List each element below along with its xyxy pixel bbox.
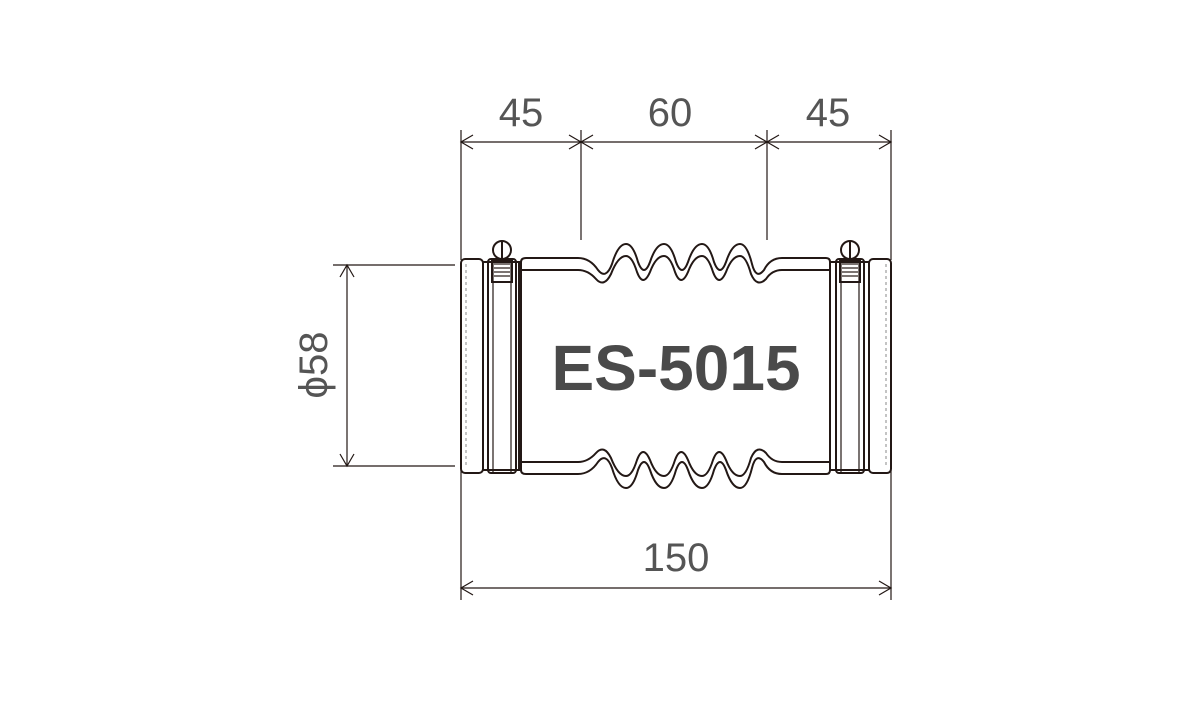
left-end-ring	[460, 258, 484, 474]
dim-overall-label: 150	[643, 536, 710, 580]
dim-left-clamp-label: 45	[499, 91, 544, 135]
arrowhead	[459, 580, 474, 596]
dim-bellows-label: 60	[648, 91, 693, 135]
top-dimension-group: 45 60 45	[459, 91, 893, 260]
right-end-ring	[868, 258, 892, 474]
hose-top-profile	[520, 242, 831, 275]
arrowhead	[339, 453, 355, 468]
hose-bottom-profile	[520, 457, 831, 490]
left-coupling	[460, 240, 520, 474]
arrowhead	[579, 134, 594, 150]
left-hose-cuff	[482, 261, 520, 471]
right-coupling	[829, 240, 892, 474]
dim-right-clamp-label: 45	[806, 91, 851, 135]
arrowhead	[765, 134, 780, 150]
right-clamp-screw-housing	[839, 259, 861, 283]
model-label: ES-5015	[551, 332, 800, 404]
left-clamp-screw-housing	[491, 259, 513, 283]
right-clamp-screw-thread	[842, 263, 858, 277]
hose-top-inner-profile	[521, 254, 830, 284]
dim-diameter-label: ϕ58	[292, 332, 336, 399]
arrowhead	[459, 134, 474, 150]
arrowhead	[878, 134, 893, 150]
hose-bottom-inner-profile	[521, 448, 830, 478]
bottom-dimension-group: 150	[459, 470, 893, 600]
arrowhead	[878, 580, 893, 596]
right-clamp-band	[835, 258, 865, 474]
hose-body	[520, 242, 831, 490]
left-clamp-screw-thread	[494, 263, 510, 277]
left-clamp-band	[487, 258, 517, 474]
arrowhead	[339, 263, 355, 278]
diameter-dimension-group: ϕ58	[292, 263, 455, 468]
